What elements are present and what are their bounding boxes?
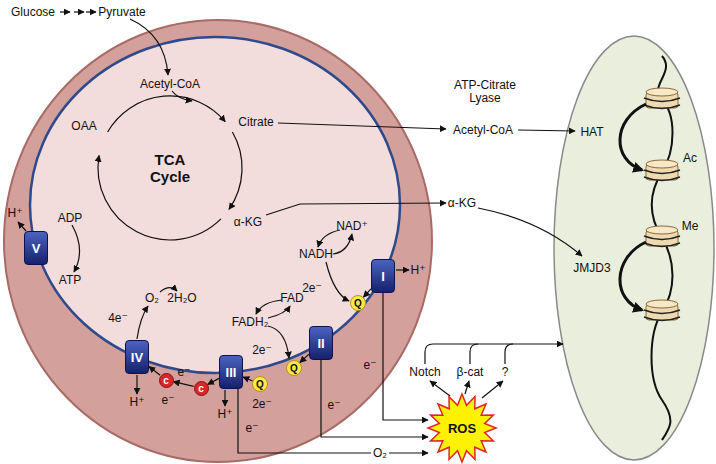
- node-text: IV: [131, 350, 143, 365]
- text-label: H⁺: [130, 396, 145, 409]
- text-label: NADH: [299, 248, 333, 261]
- electron-arrow: [173, 382, 193, 387]
- cytochrome-circle: c: [159, 373, 174, 388]
- inner-membrane: [30, 37, 400, 373]
- text-label: Acetyl-CoA: [140, 78, 200, 91]
- edge-label: e⁻: [161, 394, 174, 407]
- chromatin: [652, 56, 673, 440]
- text-label: α-KG: [448, 197, 476, 210]
- text-label: 2e⁻: [252, 398, 272, 411]
- node-text: III: [226, 365, 237, 380]
- text-label: 2H₂O: [167, 292, 196, 305]
- hat-arrow: [620, 104, 646, 170]
- electron-arrow: [383, 293, 428, 420]
- text-label: β-cat: [457, 366, 484, 379]
- complex-box: V: [24, 231, 48, 265]
- edge-label: e⁻: [327, 399, 340, 412]
- text-label: OAA: [71, 120, 96, 133]
- node-text: c: [198, 383, 204, 394]
- text-label: ATP: [59, 274, 81, 287]
- text-label: O₂: [371, 447, 389, 460]
- text-label: H⁺: [411, 264, 426, 277]
- node-text: I: [381, 269, 385, 284]
- electron-arrow: [149, 367, 160, 376]
- electron-arrow: [238, 389, 428, 453]
- text-label: HAT: [580, 126, 603, 139]
- complex-box: I: [371, 259, 395, 293]
- text-label: 2e⁻: [252, 344, 272, 357]
- text-label: Ac: [683, 152, 697, 165]
- quinone-circle: Q: [350, 295, 366, 311]
- text-label: α-KG: [234, 216, 262, 229]
- text-label: Citrate: [238, 116, 273, 129]
- text-label: Notch: [409, 366, 440, 379]
- text-label: NAD⁺: [336, 220, 368, 233]
- ros-burst: ROS: [428, 394, 496, 462]
- text-label: Me: [682, 220, 699, 233]
- complex-box: II: [309, 326, 333, 360]
- text-label: Glucose: [11, 6, 55, 19]
- text-label: Pyruvate: [98, 6, 145, 19]
- electron-arrow: [363, 289, 371, 297]
- electron-arrow: [208, 378, 219, 384]
- jmjd3-arrow: [620, 242, 646, 310]
- node-text: V: [32, 241, 41, 256]
- text-label: FADH₂: [232, 316, 269, 329]
- text-label: ADP: [58, 212, 83, 225]
- outer-membrane: [4, 20, 432, 462]
- node-text: Q: [290, 363, 298, 374]
- text-label: Acetyl-CoA: [453, 124, 513, 137]
- quinone-circle: Q: [252, 376, 268, 392]
- text-label: 4e⁻: [108, 312, 128, 325]
- text-label: ATP-Citrate Lyase: [439, 79, 531, 105]
- edge-label: e⁻: [363, 359, 376, 372]
- text-label: JMJD3: [573, 262, 610, 275]
- electron-arrow: [243, 377, 253, 381]
- edge-label: e⁻: [177, 366, 190, 379]
- text-label: H⁺: [218, 408, 233, 421]
- text-label: H⁺: [8, 207, 23, 220]
- text-label: FAD: [280, 292, 303, 305]
- node-text: ROS: [448, 421, 476, 436]
- complex-box: III: [219, 355, 243, 389]
- text-label: ?: [502, 366, 509, 379]
- text-label: O₂: [145, 292, 159, 305]
- complex-box: IV: [125, 340, 149, 374]
- edge-label: e⁻: [245, 422, 258, 435]
- electron-arrow: [300, 354, 309, 362]
- quinone-circle: Q: [286, 360, 302, 376]
- text-label: 2e⁻: [302, 282, 322, 295]
- node-text: Q: [256, 379, 264, 390]
- node-text: II: [317, 336, 324, 351]
- nucleus: [554, 36, 714, 460]
- node-text: c: [163, 375, 169, 386]
- node-text: Q: [354, 298, 362, 309]
- text-label: TCA Cycle: [146, 151, 194, 185]
- cytochrome-circle: c: [194, 381, 209, 396]
